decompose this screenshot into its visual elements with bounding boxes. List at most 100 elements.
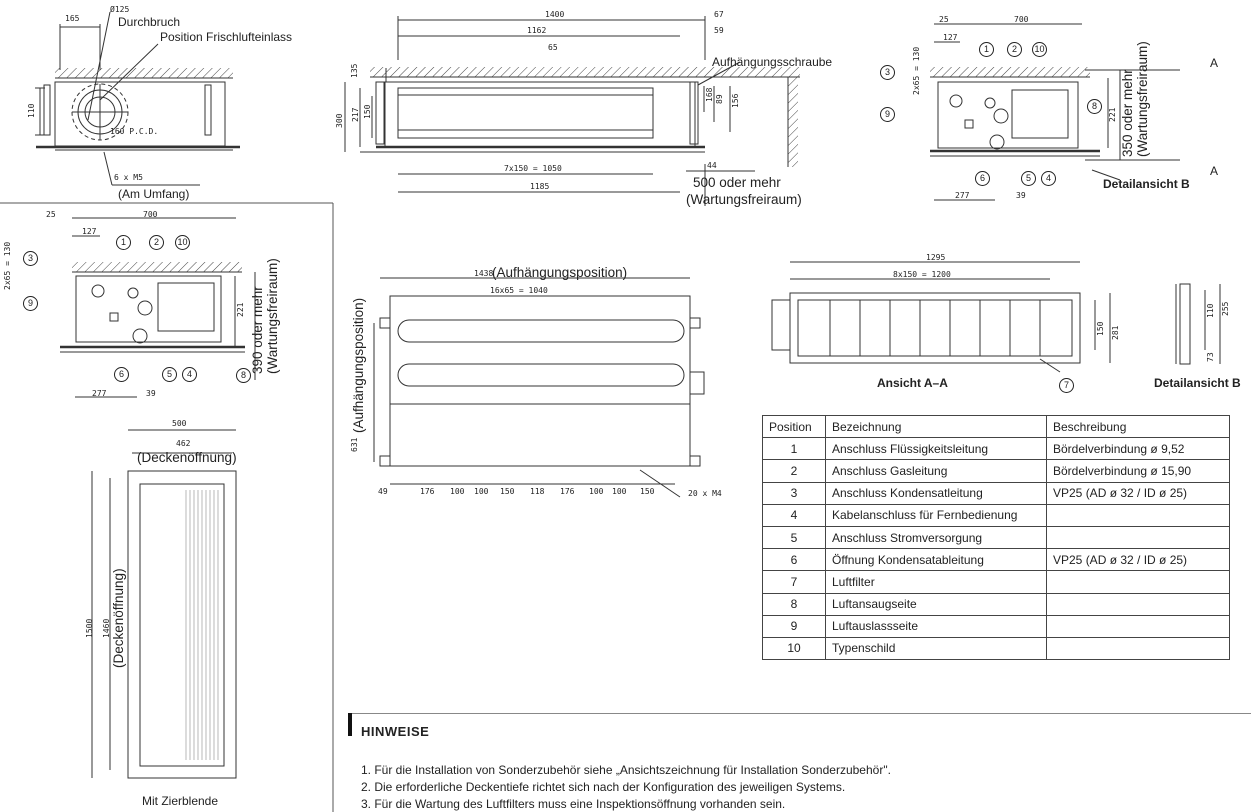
dim-281: 281 [1111, 325, 1120, 340]
dim-700-left: 700 [143, 210, 158, 219]
notes-title: HINWEISE [361, 724, 430, 739]
cell-position: 8 [762, 592, 826, 616]
decor-panel-outline [127, 470, 237, 779]
dim-165: 165 [65, 14, 80, 23]
caption-ansicht-aa: Ansicht A–A [877, 376, 948, 390]
bubble-7-aa: 7 [1059, 378, 1074, 393]
label-a-bottom: A [1210, 164, 1219, 178]
dim-16x65: 16x65 = 1040 [490, 286, 548, 295]
inlet-slot-2 [397, 363, 685, 387]
bubble-5-top: 5 [1021, 171, 1036, 186]
cell-position: 2 [762, 459, 826, 483]
cell-beschreibung: Bördelverbindung ø 15,90 [1046, 459, 1230, 483]
label-clearance-390: 390 oder mehr [250, 286, 265, 374]
ceiling-hatch-side-top [930, 67, 1090, 77]
label-deckenoeffnung-v: (Deckenöffnung) [111, 568, 126, 668]
dim-89: 89 [715, 94, 724, 104]
dim-1185: 1185 [530, 182, 550, 191]
cell-bezeichnung: Öffnung Kondensatableitung [825, 548, 1047, 572]
cell-beschreibung [1046, 636, 1230, 661]
cell-position: 7 [762, 570, 826, 594]
unit-outline-tl [54, 81, 226, 147]
label-clearance-350: 350 oder mehr [1120, 69, 1135, 157]
dim-bottom-2: 176 [420, 487, 435, 496]
bubble-1-left: 1 [116, 235, 131, 250]
dim-1295: 1295 [926, 253, 946, 262]
dim-631: 631 [350, 437, 359, 452]
cell-bezeichnung: Anschluss Stromversorgung [825, 525, 1047, 550]
label-am-umfang: (Am Umfang) [118, 187, 190, 201]
notes-divider [348, 713, 1251, 714]
cell-position: 4 [762, 503, 826, 527]
cell-bezeichnung: Anschluss Gasleitung [825, 459, 1047, 483]
dim-8x150: 8x150 = 1200 [893, 270, 951, 279]
header-beschreibung: Beschreibung [1046, 414, 1230, 439]
bubble-2-left: 2 [149, 235, 164, 250]
label-clearance-500: 500 oder mehr [693, 175, 781, 190]
dim-110-b: 110 [1206, 303, 1215, 318]
dim-255: 255 [1221, 301, 1230, 316]
label-detailansicht-b-ref: Detailansicht B [1103, 177, 1190, 191]
bubble-5-left: 5 [162, 367, 177, 382]
dim-bottom-10: 150 [640, 487, 655, 496]
header-bezeichnung: Bezeichnung [825, 414, 1047, 439]
caption-detailansicht-b: Detailansicht B [1154, 376, 1241, 390]
dim-bottom-6: 118 [530, 487, 545, 496]
dim-277: 277 [955, 191, 970, 200]
dim-221-left: 221 [236, 302, 245, 317]
cell-bezeichnung: Anschluss Flüssigkeitsleitung [825, 437, 1047, 461]
cell-position: 1 [762, 437, 826, 461]
cell-position: 5 [762, 525, 826, 550]
ceiling-hatch-side-left [72, 262, 242, 272]
dim-1460: 1460 [102, 618, 111, 638]
dim-462: 462 [176, 439, 191, 448]
dim-73: 73 [1206, 352, 1215, 362]
cell-bezeichnung: Luftfilter [825, 570, 1047, 594]
header-position: Position [762, 414, 826, 439]
unit-outline-side-top [937, 81, 1079, 149]
dim-bottom-3: 100 [450, 487, 465, 496]
label-aufhaengungsposition-v: (Aufhängungsposition) [351, 297, 366, 433]
dim-bottom-1: 49 [378, 487, 388, 496]
detail-b-outline [1179, 283, 1191, 365]
dim-67: 67 [714, 10, 724, 19]
cell-position: 6 [762, 548, 826, 572]
label-deckenoeffnung: (Deckenöffnung) [137, 450, 237, 465]
cell-position: 3 [762, 481, 826, 505]
ceiling-hatch-front-right [705, 67, 800, 77]
cell-bezeichnung: Luftauslassseite [825, 614, 1047, 638]
bubble-4-top: 4 [1041, 171, 1056, 186]
cell-bezeichnung: Typenschild [825, 636, 1047, 661]
dim-65: 65 [548, 43, 558, 52]
dim-bottom-4: 100 [474, 487, 489, 496]
bubble-6-left: 6 [114, 367, 129, 382]
label-aufhaengungsschraube: Aufhängungsschraube [712, 55, 833, 69]
unit-outline-aa [789, 292, 1081, 364]
cell-beschreibung [1046, 592, 1230, 616]
note-item-1: 1. Für die Installation von Sonderzubehö… [361, 763, 891, 777]
dim-127-left: 127 [82, 227, 97, 236]
label-pcd: 160 P.C.D. [110, 127, 159, 136]
dim-168: 168 [705, 87, 714, 102]
dim-2x65-left: 2x65 = 130 [3, 241, 12, 290]
ceiling-hatch-tl [55, 68, 233, 78]
cell-beschreibung: Bördelverbindung ø 9,52 [1046, 437, 1230, 461]
notes-marker [348, 713, 352, 736]
bubble-2-top: 2 [1007, 42, 1022, 57]
dim-25: 25 [939, 15, 949, 24]
cell-beschreibung: VP25 (AD ø 32 / ID ø 25) [1046, 548, 1230, 572]
dim-25-left: 25 [46, 210, 56, 219]
bubble-10-top: 10 [1032, 42, 1047, 57]
bubble-8-top: 8 [1087, 99, 1102, 114]
cell-beschreibung: VP25 (AD ø 32 / ID ø 25) [1046, 481, 1230, 505]
cell-beschreibung [1046, 614, 1230, 638]
dim-1500: 1500 [85, 618, 94, 638]
